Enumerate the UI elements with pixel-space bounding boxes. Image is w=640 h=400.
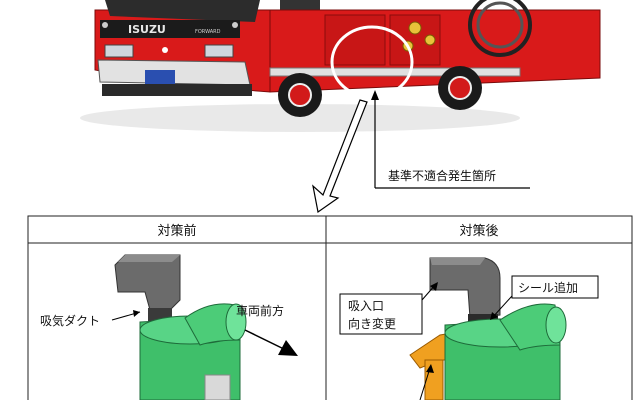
down-arrow-icon — [312, 99, 368, 214]
added-seal — [468, 314, 498, 324]
intake-label-line2: 向き変更 — [348, 316, 396, 331]
after-part-illustration: シール追加 吸入口 向き変更 — [339, 257, 599, 400]
vehicle-front-label: 車両前方 — [236, 303, 284, 318]
forward-grille-label: FORWARD — [195, 29, 221, 35]
seal-added-label: シール追加 — [518, 280, 578, 295]
callout: 基準不適合発生箇所 — [312, 90, 530, 214]
table-border — [27, 215, 633, 400]
seal-added-box — [511, 275, 599, 299]
fire-truck-illustration: ISUZU FORWARD — [80, 0, 601, 132]
defect-highlight-circle — [330, 25, 414, 99]
vehicle-front-arrow-icon — [278, 340, 298, 356]
license-plate — [145, 70, 175, 84]
intake-duct-label: 吸気ダクト — [40, 313, 100, 328]
comparison-table: 対策前 対策後 — [27, 215, 633, 400]
right-headlight — [204, 44, 234, 58]
left-headlight — [104, 44, 134, 58]
intake-change-box — [339, 293, 423, 335]
before-column-header: 対策前 — [157, 223, 196, 239]
front-wheel — [278, 73, 322, 117]
intake-label-line1: 吸入口 — [348, 299, 384, 313]
rear-wheel — [438, 66, 482, 110]
defect-location-label: 基準不適合発生箇所 — [388, 168, 496, 183]
after-column-header: 対策後 — [459, 223, 498, 239]
isuzu-badge: ISUZU — [128, 23, 166, 36]
before-part-illustration: 吸気ダクト 車両前方 — [40, 254, 298, 400]
